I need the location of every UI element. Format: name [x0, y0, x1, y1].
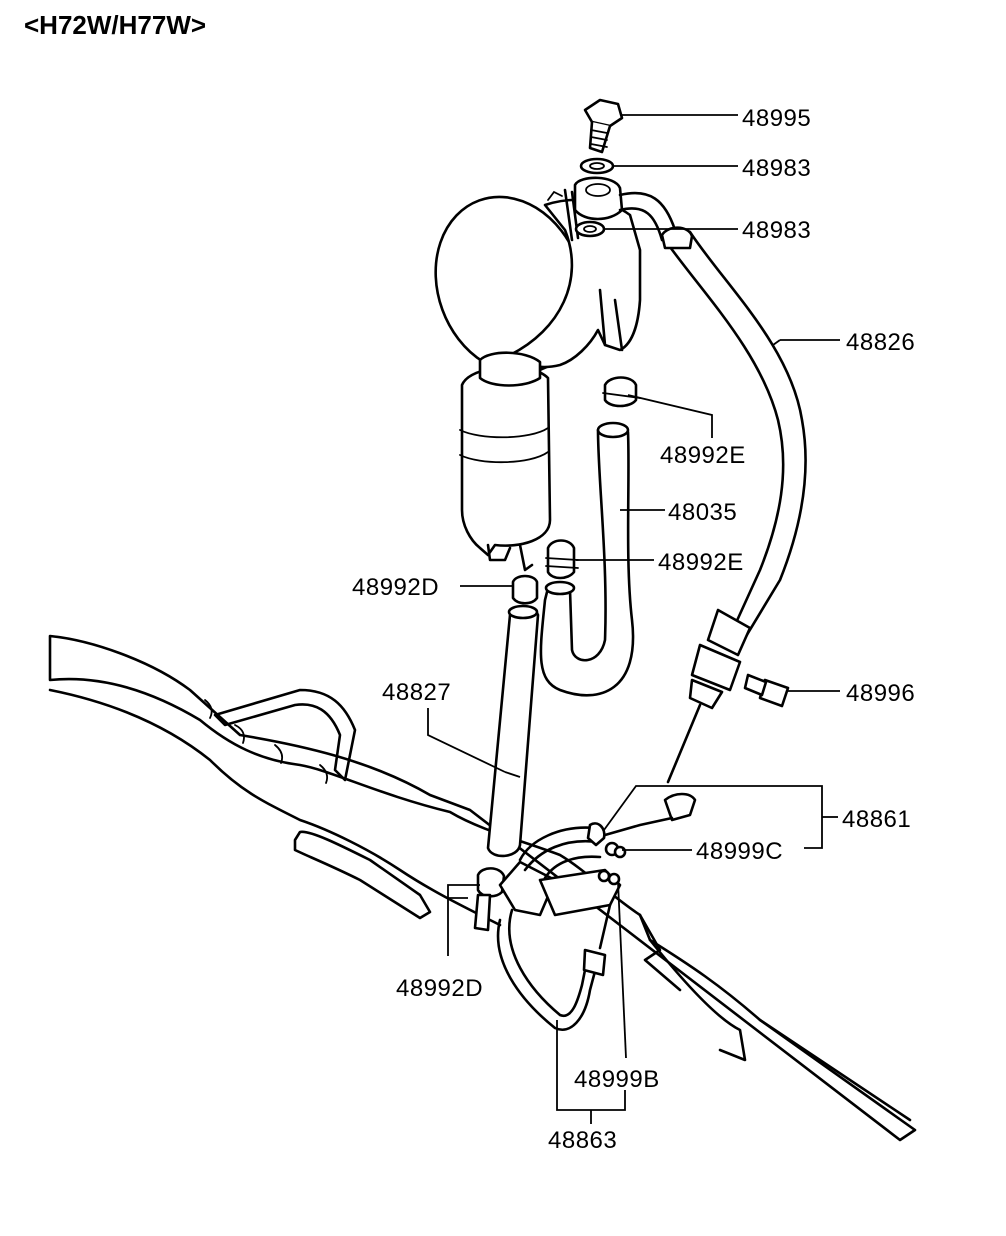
label-48983-upper: 48983 — [742, 155, 811, 182]
return-hose-48035 — [539, 421, 635, 697]
gasket-48983-lower — [574, 220, 606, 238]
label-48863: 48863 — [548, 1127, 617, 1154]
power-steering-pump — [434, 190, 642, 375]
label-48983-lower: 48983 — [742, 217, 811, 244]
housing-mounting-bracket-lower — [293, 830, 432, 920]
o-ring-48999B — [597, 869, 621, 886]
label-48992D-lower: 48992D — [396, 975, 483, 1002]
label-48861: 48861 — [842, 806, 911, 833]
return-tube-48863 — [496, 903, 612, 1031]
label-48035: 48035 — [668, 499, 737, 526]
steering-gear-housing — [48, 634, 917, 1142]
suction-hose-48827 — [486, 604, 540, 858]
label-48999C: 48999C — [696, 838, 783, 865]
steering-valve-body — [498, 792, 697, 917]
label-48995: 48995 — [742, 105, 811, 132]
label-48996: 48996 — [846, 680, 915, 707]
leader-lines — [427, 114, 840, 1124]
label-48992D-upper: 48992D — [352, 574, 439, 601]
label-48999B: 48999B — [574, 1066, 660, 1093]
hose-clamp-48992E-lower — [545, 539, 579, 580]
connector-48996 — [743, 673, 790, 708]
banjo-bolt-48995 — [583, 98, 624, 154]
label-48992E-lower: 48992E — [658, 549, 744, 576]
pressure-hose-48826 — [618, 191, 807, 784]
diagram-title: <H72W/H77W> — [24, 10, 206, 40]
label-48827: 48827 — [382, 679, 451, 706]
hose-clamp-48992E-upper — [602, 376, 641, 408]
return-hose-end — [544, 580, 576, 596]
label-48992E-upper: 48992E — [660, 442, 746, 469]
hose-clamp-48992D-upper — [511, 574, 539, 605]
gasket-48983-upper — [579, 157, 615, 175]
fluid-reservoir — [459, 351, 552, 572]
label-48826: 48826 — [846, 329, 915, 356]
hose-clamp-48992D-lower — [473, 867, 506, 932]
pressure-tube-48861 — [518, 816, 674, 880]
o-ring-48999C — [604, 841, 627, 859]
housing-mounting-bracket-upper — [213, 688, 357, 782]
